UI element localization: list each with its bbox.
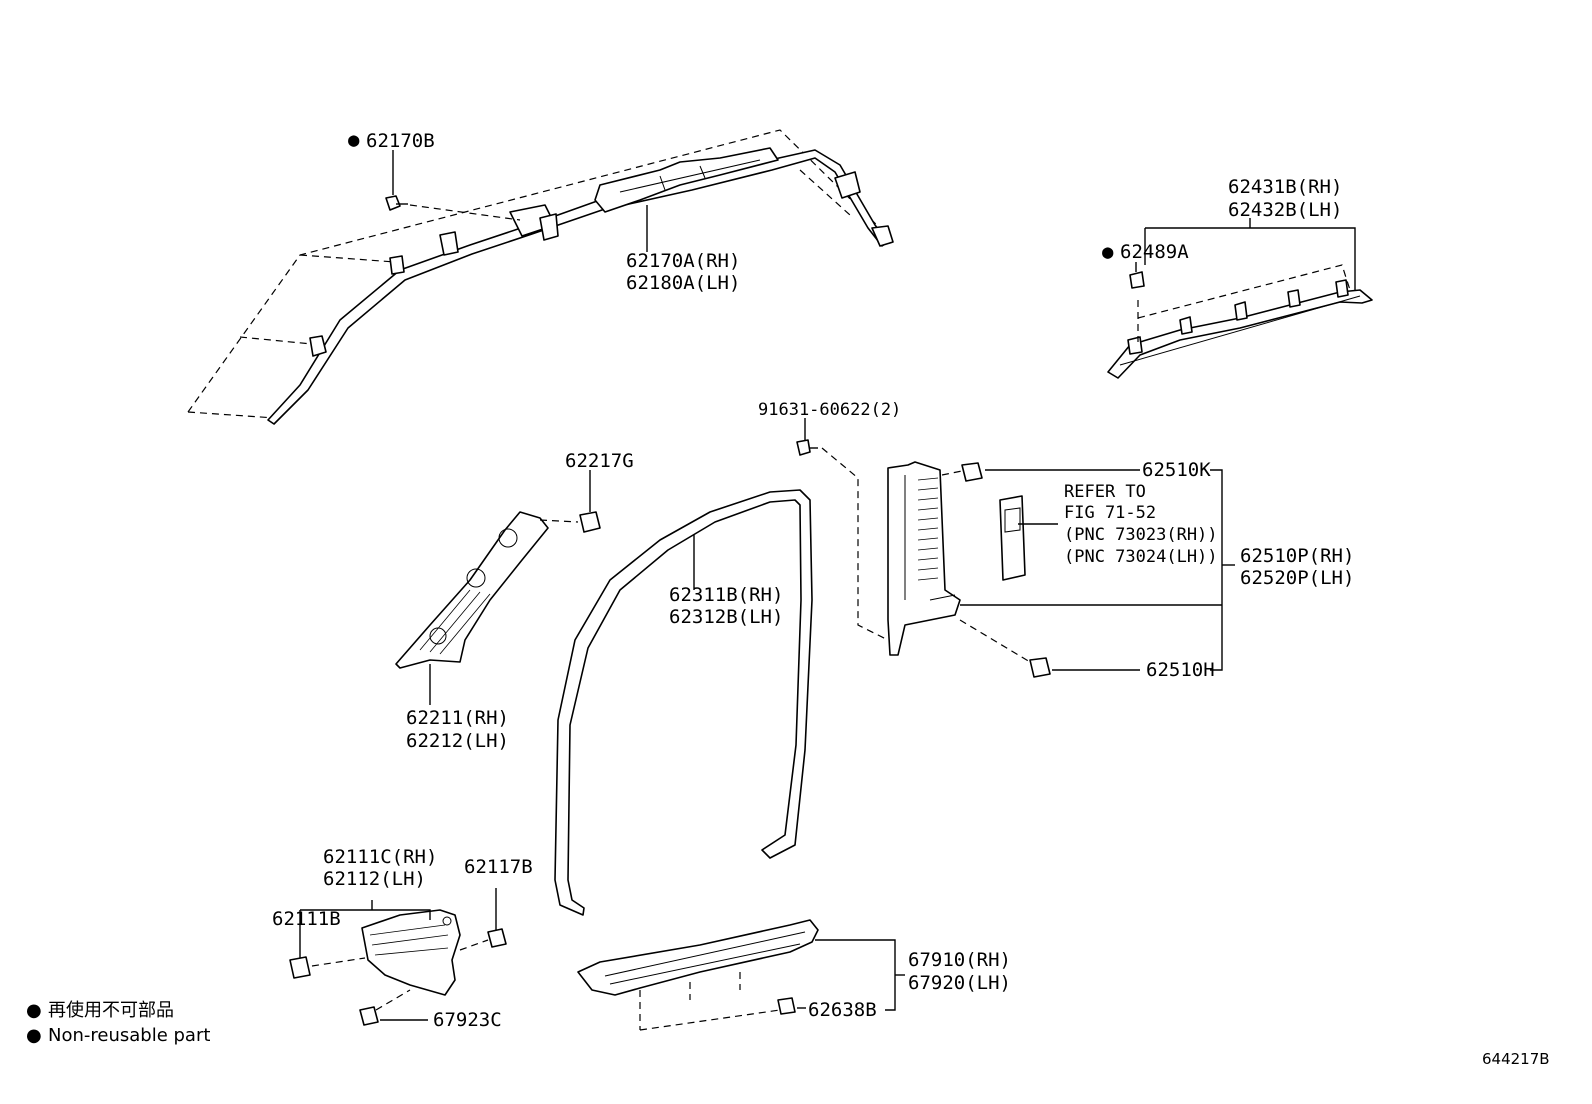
legend-english: Non-reusable part bbox=[48, 1025, 210, 1046]
refer-note-line4: (PNC 73024(LH)) bbox=[1064, 547, 1218, 567]
a-pillar-garnish bbox=[395, 470, 601, 705]
label-67920: 67920(LH) bbox=[908, 972, 1011, 994]
label-62638B: 62638B bbox=[808, 999, 877, 1021]
roof-side-trim bbox=[1107, 218, 1373, 379]
scuff-plate bbox=[577, 919, 905, 1031]
curtain-airbag-assembly bbox=[187, 129, 894, 425]
label-62111B: 62111B bbox=[272, 908, 341, 930]
part-number-labels: ● 62170B 62170A(RH) 62180A(LH) 62431B(RH… bbox=[272, 129, 1354, 1031]
label-62510K: 62510K bbox=[1142, 459, 1211, 481]
center-pillar-garnish bbox=[796, 418, 1235, 678]
label-91631-60622: 91631-60622(2) bbox=[758, 400, 901, 420]
non-reusable-bullet: ● bbox=[1102, 241, 1114, 263]
label-62117B: 62117B bbox=[464, 856, 533, 878]
refer-note-line1: REFER TO bbox=[1064, 482, 1146, 502]
label-62312B: 62312B(LH) bbox=[669, 606, 783, 628]
legend-bullet-jp: ● bbox=[26, 1000, 42, 1021]
legend-japanese: 再使用不可部品 bbox=[48, 1000, 174, 1021]
label-67910: 67910(RH) bbox=[908, 949, 1011, 971]
non-reusable-bullet: ● bbox=[348, 129, 360, 151]
legend: ● 再使用不可部品 ● Non-reusable part bbox=[26, 1000, 210, 1046]
legend-bullet-en: ● bbox=[26, 1025, 42, 1046]
figure-number: 644217B bbox=[1482, 1050, 1550, 1068]
label-62510H: 62510H bbox=[1146, 659, 1215, 681]
label-62180A: 62180A(LH) bbox=[626, 272, 740, 294]
label-62510P: 62510P(RH) bbox=[1240, 545, 1354, 567]
door-weatherstrip bbox=[554, 489, 813, 916]
refer-note-line2: FIG 71-52 bbox=[1064, 503, 1156, 523]
refer-note-line3: (PNC 73023(RH)) bbox=[1064, 525, 1218, 545]
label-62111C: 62111C(RH) bbox=[323, 846, 437, 868]
label-62311B: 62311B(RH) bbox=[669, 584, 783, 606]
label-62212: 62212(LH) bbox=[406, 730, 509, 752]
label-67923C: 67923C bbox=[433, 1009, 502, 1031]
label-62217G: 62217G bbox=[565, 450, 634, 472]
label-62431B: 62431B(RH) bbox=[1228, 176, 1342, 198]
cowl-side-trim bbox=[289, 888, 507, 1026]
label-62170A: 62170A(RH) bbox=[626, 250, 740, 272]
label-62432B: 62432B(LH) bbox=[1228, 199, 1342, 221]
label-62520P: 62520P(LH) bbox=[1240, 567, 1354, 589]
label-62211: 62211(RH) bbox=[406, 707, 509, 729]
label-62489A: 62489A bbox=[1120, 241, 1189, 263]
label-62170B: 62170B bbox=[366, 130, 435, 152]
label-62112: 62112(LH) bbox=[323, 868, 426, 890]
